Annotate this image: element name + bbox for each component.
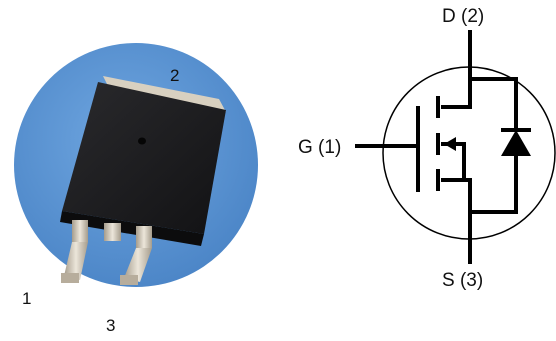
pin-2-stub xyxy=(104,223,121,241)
source-label: S (3) xyxy=(442,270,483,291)
diode-top-wire xyxy=(470,77,518,130)
package-body-edge xyxy=(60,211,204,246)
package-photo: 2 1 3 xyxy=(14,43,258,335)
mold-dimple xyxy=(138,137,146,145)
source-lead xyxy=(441,178,472,264)
pin-1-lead xyxy=(61,220,88,283)
diode-triangle-icon xyxy=(501,130,531,156)
body-connection xyxy=(441,142,466,180)
drain-label: D (2) xyxy=(442,6,484,27)
pin-label-1: 1 xyxy=(22,289,31,308)
diode-bottom-wire xyxy=(470,156,518,214)
heatsink-tab xyxy=(103,76,226,112)
pin-label-3: 3 xyxy=(106,316,115,335)
pin-label-2: 2 xyxy=(170,66,179,85)
mosfet-schematic xyxy=(355,30,556,264)
package-body xyxy=(62,82,226,234)
drain-lead xyxy=(441,30,472,109)
gate-label: G (1) xyxy=(298,137,341,158)
pin-3-lead xyxy=(120,226,152,285)
body-arrow-icon xyxy=(444,137,456,151)
